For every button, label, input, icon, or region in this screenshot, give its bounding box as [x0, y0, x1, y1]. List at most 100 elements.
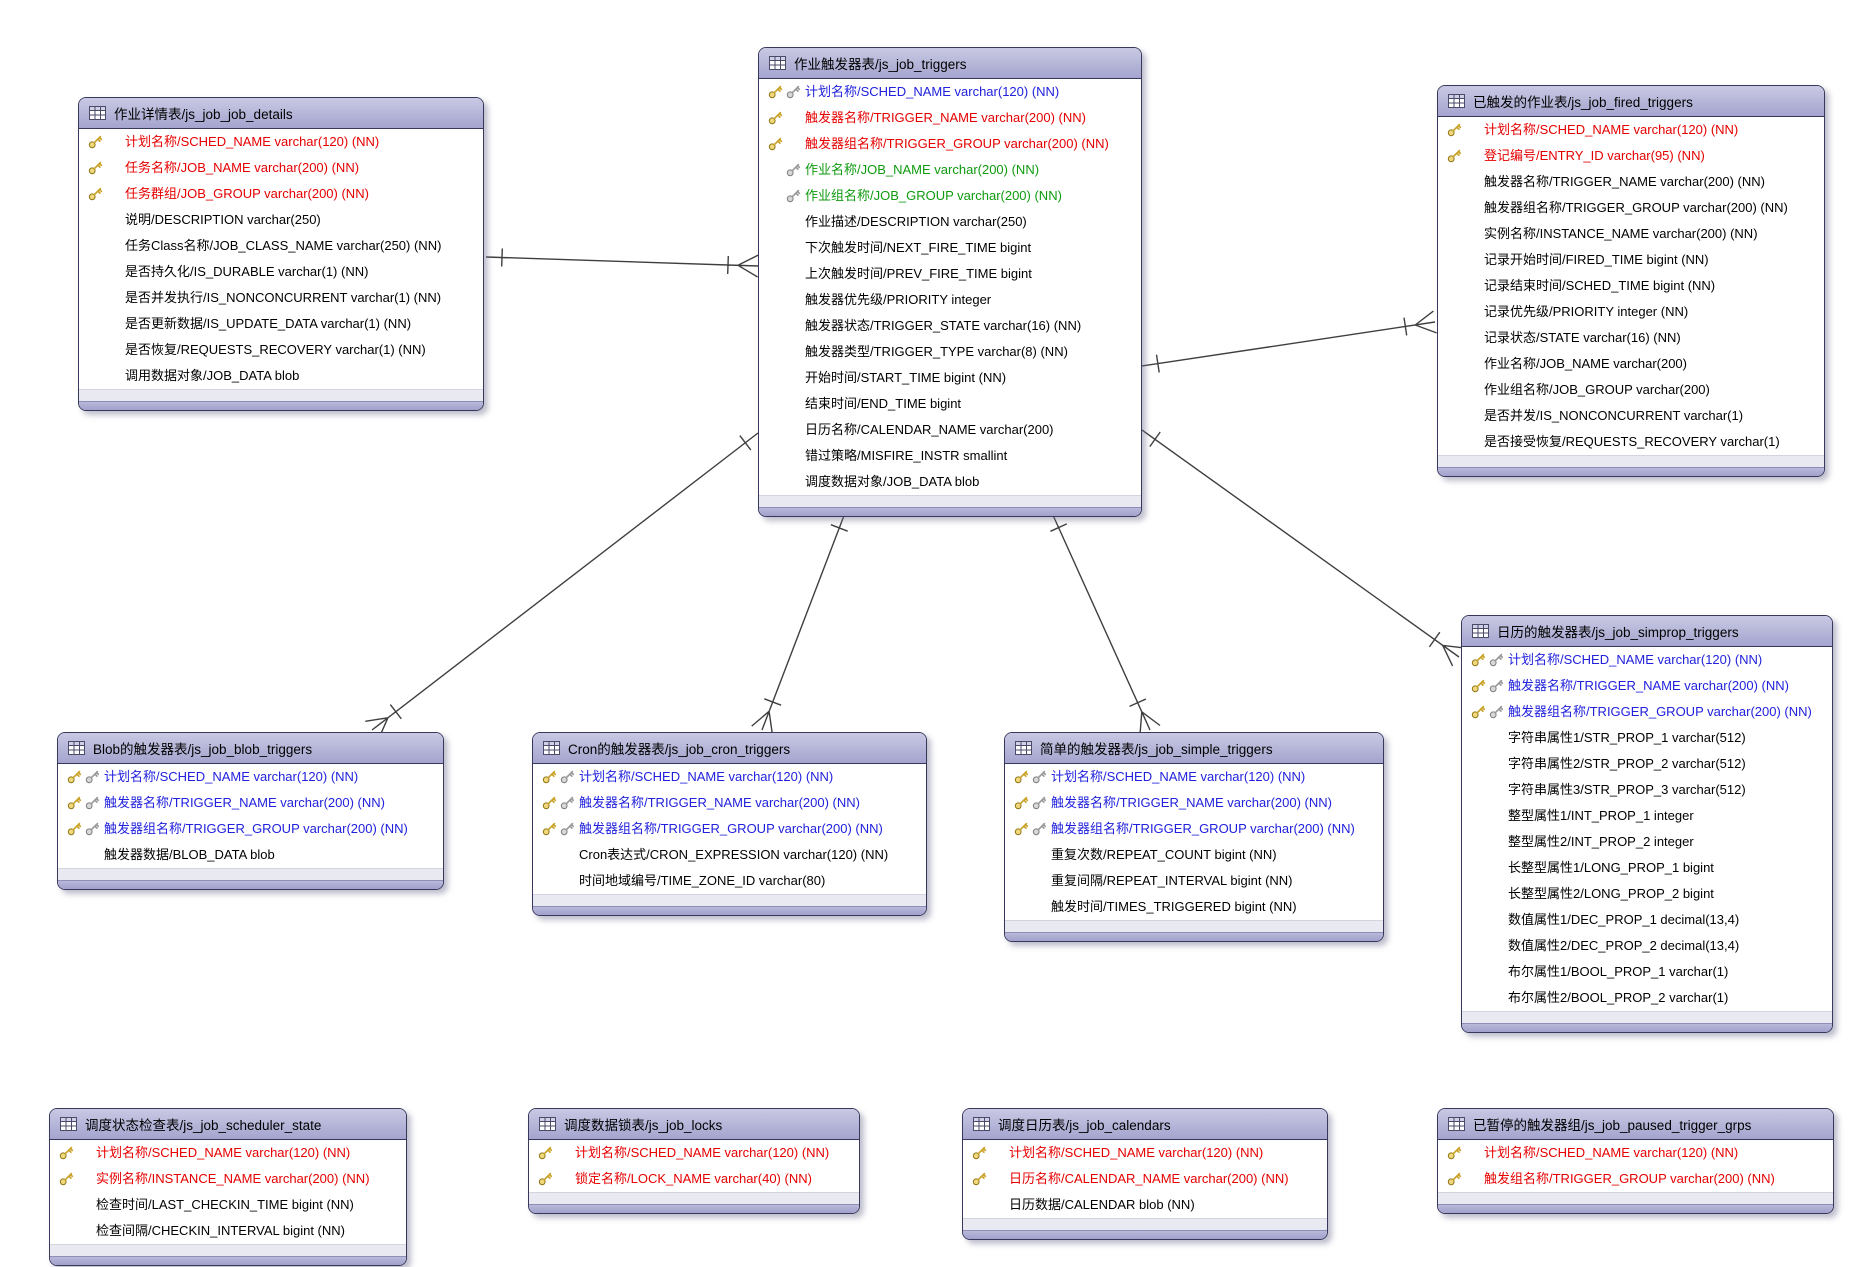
- field-row[interactable]: 触发器组名称/TRIGGER_GROUP varchar(200) (NN): [533, 816, 926, 842]
- table-header-js_job_paused_trigger_grps[interactable]: 已暂停的触发器组/js_job_paused_trigger_grps: [1438, 1109, 1833, 1140]
- field-row[interactable]: 日历数据/CALENDAR blob (NN): [963, 1192, 1327, 1218]
- table-header-js_job_scheduler_state[interactable]: 调度状态检查表/js_job_scheduler_state: [50, 1109, 406, 1140]
- field-row[interactable]: 任务名称/JOB_NAME varchar(200) (NN): [79, 155, 483, 181]
- field-row[interactable]: 时间地域编号/TIME_ZONE_ID varchar(80): [533, 868, 926, 894]
- field-row[interactable]: 计划名称/SCHED_NAME varchar(120) (NN): [1005, 764, 1383, 790]
- field-row[interactable]: 字符串属性2/STR_PROP_2 varchar(512): [1462, 751, 1832, 777]
- field-row[interactable]: 触发器类型/TRIGGER_TYPE varchar(8) (NN): [759, 339, 1141, 365]
- field-row[interactable]: 是否接受恢复/REQUESTS_RECOVERY varchar(1): [1438, 429, 1824, 455]
- field-row[interactable]: 触发器名称/TRIGGER_NAME varchar(200) (NN): [533, 790, 926, 816]
- field-row[interactable]: 作业描述/DESCRIPTION varchar(250): [759, 209, 1141, 235]
- field-row[interactable]: 触发器名称/TRIGGER_NAME varchar(200) (NN): [1005, 790, 1383, 816]
- table-header-js_job_job_details[interactable]: 作业详情表/js_job_job_details: [79, 98, 483, 129]
- field-row[interactable]: 计划名称/SCHED_NAME varchar(120) (NN): [759, 79, 1141, 105]
- relationship-triggers-to-simple_triggers[interactable]: [1050, 512, 1161, 735]
- field-row[interactable]: 开始时间/START_TIME bigint (NN): [759, 365, 1141, 391]
- field-row[interactable]: 触发器状态/TRIGGER_STATE varchar(16) (NN): [759, 313, 1141, 339]
- field-row[interactable]: 上次触发时间/PREV_FIRE_TIME bigint: [759, 261, 1141, 287]
- field-row[interactable]: 计划名称/SCHED_NAME varchar(120) (NN): [1462, 647, 1832, 673]
- field-row[interactable]: 重复次数/REPEAT_COUNT bigint (NN): [1005, 842, 1383, 868]
- field-row[interactable]: 是否并发执行/IS_NONCONCURRENT varchar(1) (NN): [79, 285, 483, 311]
- field-row[interactable]: 记录状态/STATE varchar(16) (NN): [1438, 325, 1824, 351]
- field-row[interactable]: 作业组名称/JOB_GROUP varchar(200): [1438, 377, 1824, 403]
- field-row[interactable]: 日历名称/CALENDAR_NAME varchar(200): [759, 417, 1141, 443]
- field-row[interactable]: 检查时间/LAST_CHECKIN_TIME bigint (NN): [50, 1192, 406, 1218]
- table-header-js_job_fired_triggers[interactable]: 已触发的作业表/js_job_fired_triggers: [1438, 86, 1824, 117]
- field-row[interactable]: 布尔属性2/BOOL_PROP_2 varchar(1): [1462, 985, 1832, 1011]
- field-row[interactable]: 触发器名称/TRIGGER_NAME varchar(200) (NN): [1438, 169, 1824, 195]
- field-row[interactable]: 作业名称/JOB_NAME varchar(200): [1438, 351, 1824, 377]
- field-row[interactable]: 计划名称/SCHED_NAME varchar(120) (NN): [963, 1140, 1327, 1166]
- field-row[interactable]: 计划名称/SCHED_NAME varchar(120) (NN): [50, 1140, 406, 1166]
- field-row[interactable]: 数值属性2/DEC_PROP_2 decimal(13,4): [1462, 933, 1832, 959]
- field-row[interactable]: Cron表达式/CRON_EXPRESSION varchar(120) (NN…: [533, 842, 926, 868]
- field-row[interactable]: 计划名称/SCHED_NAME varchar(120) (NN): [58, 764, 443, 790]
- field-row[interactable]: 计划名称/SCHED_NAME varchar(120) (NN): [1438, 117, 1824, 143]
- field-row[interactable]: 日历名称/CALENDAR_NAME varchar(200) (NN): [963, 1166, 1327, 1192]
- field-row[interactable]: 计划名称/SCHED_NAME varchar(120) (NN): [79, 129, 483, 155]
- table-header-js_job_calendars[interactable]: 调度日历表/js_job_calendars: [963, 1109, 1327, 1140]
- field-row[interactable]: 调度数据对象/JOB_DATA blob: [759, 469, 1141, 495]
- field-row[interactable]: 触发器名称/TRIGGER_NAME varchar(200) (NN): [759, 105, 1141, 131]
- field-row[interactable]: 记录优先级/PRIORITY integer (NN): [1438, 299, 1824, 325]
- field-row[interactable]: 触发器名称/TRIGGER_NAME varchar(200) (NN): [58, 790, 443, 816]
- field-row[interactable]: 说明/DESCRIPTION varchar(250): [79, 207, 483, 233]
- field-row[interactable]: 长整型属性1/LONG_PROP_1 bigint: [1462, 855, 1832, 881]
- field-row[interactable]: 任务Class名称/JOB_CLASS_NAME varchar(250) (N…: [79, 233, 483, 259]
- relationship-triggers-to-fired_triggers[interactable]: [1141, 310, 1437, 373]
- field-row[interactable]: 下次触发时间/NEXT_FIRE_TIME bigint: [759, 235, 1141, 261]
- field-row[interactable]: 触发时间/TIMES_TRIGGERED bigint (NN): [1005, 894, 1383, 920]
- table-header-js_job_cron_triggers[interactable]: Cron的触发器表/js_job_cron_triggers: [533, 733, 926, 764]
- relationship-job_details-to-triggers[interactable]: [485, 248, 759, 278]
- field-row[interactable]: 触发器组名称/TRIGGER_GROUP varchar(200) (NN): [1005, 816, 1383, 842]
- table-header-js_job_triggers[interactable]: 作业触发器表/js_job_triggers: [759, 48, 1141, 79]
- field-row[interactable]: 触发器名称/TRIGGER_NAME varchar(200) (NN): [1462, 673, 1832, 699]
- field-row[interactable]: 整型属性2/INT_PROP_2 integer: [1462, 829, 1832, 855]
- field-row[interactable]: 记录开始时间/FIRED_TIME bigint (NN): [1438, 247, 1824, 273]
- field-row[interactable]: 是否恢复/REQUESTS_RECOVERY varchar(1) (NN): [79, 337, 483, 363]
- table-header-js_job_simple_triggers[interactable]: 简单的触发器表/js_job_simple_triggers: [1005, 733, 1383, 764]
- field-row[interactable]: 计划名称/SCHED_NAME varchar(120) (NN): [533, 764, 926, 790]
- field-row[interactable]: 整型属性1/INT_PROP_1 integer: [1462, 803, 1832, 829]
- table-header-js_job_simprop_triggers[interactable]: 日历的触发器表/js_job_simprop_triggers: [1462, 616, 1832, 647]
- field-row[interactable]: 计划名称/SCHED_NAME varchar(120) (NN): [1438, 1140, 1833, 1166]
- relationship-triggers-to-blob_triggers[interactable]: [365, 432, 759, 739]
- field-row[interactable]: 调用数据对象/JOB_DATA blob: [79, 363, 483, 389]
- field-row[interactable]: 重复间隔/REPEAT_INTERVAL bigint (NN): [1005, 868, 1383, 894]
- field-row[interactable]: 检查间隔/CHECKIN_INTERVAL bigint (NN): [50, 1218, 406, 1244]
- field-row[interactable]: 是否更新数据/IS_UPDATE_DATA varchar(1) (NN): [79, 311, 483, 337]
- field-row[interactable]: 触发器优先级/PRIORITY integer: [759, 287, 1141, 313]
- field-row[interactable]: 触发器数据/BLOB_DATA blob: [58, 842, 443, 868]
- field-row[interactable]: 是否持久化/IS_DURABLE varchar(1) (NN): [79, 259, 483, 285]
- field-row[interactable]: 作业组名称/JOB_GROUP varchar(200) (NN): [759, 183, 1141, 209]
- field-row[interactable]: 数值属性1/DEC_PROP_1 decimal(13,4): [1462, 907, 1832, 933]
- field-row[interactable]: 长整型属性2/LONG_PROP_2 bigint: [1462, 881, 1832, 907]
- field-row[interactable]: 字符串属性3/STR_PROP_3 varchar(512): [1462, 777, 1832, 803]
- relationship-triggers-to-cron_triggers[interactable]: [751, 512, 848, 734]
- field-row[interactable]: 触发组名称/TRIGGER_GROUP varchar(200) (NN): [1438, 1166, 1833, 1192]
- field-row[interactable]: 错过策略/MISFIRE_INSTR smallint: [759, 443, 1141, 469]
- table-header-js_job_locks[interactable]: 调度数据锁表/js_job_locks: [529, 1109, 859, 1140]
- field-row[interactable]: 结束时间/END_TIME bigint: [759, 391, 1141, 417]
- field-row[interactable]: 字符串属性1/STR_PROP_1 varchar(512): [1462, 725, 1832, 751]
- field-row[interactable]: 实例名称/INSTANCE_NAME varchar(200) (NN): [50, 1166, 406, 1192]
- field-row[interactable]: 触发器组名称/TRIGGER_GROUP varchar(200) (NN): [58, 816, 443, 842]
- field-row[interactable]: 触发器组名称/TRIGGER_GROUP varchar(200) (NN): [1438, 195, 1824, 221]
- field-row[interactable]: 计划名称/SCHED_NAME varchar(120) (NN): [529, 1140, 859, 1166]
- field-row[interactable]: 触发器组名称/TRIGGER_GROUP varchar(200) (NN): [1462, 699, 1832, 725]
- field-row[interactable]: 任务群组/JOB_GROUP varchar(200) (NN): [79, 181, 483, 207]
- field-row[interactable]: 锁定名称/LOCK_NAME varchar(40) (NN): [529, 1166, 859, 1192]
- field-row[interactable]: 布尔属性1/BOOL_PROP_1 varchar(1): [1462, 959, 1832, 985]
- field-row[interactable]: 实例名称/INSTANCE_NAME varchar(200) (NN): [1438, 221, 1824, 247]
- field-row[interactable]: 触发器组名称/TRIGGER_GROUP varchar(200) (NN): [759, 131, 1141, 157]
